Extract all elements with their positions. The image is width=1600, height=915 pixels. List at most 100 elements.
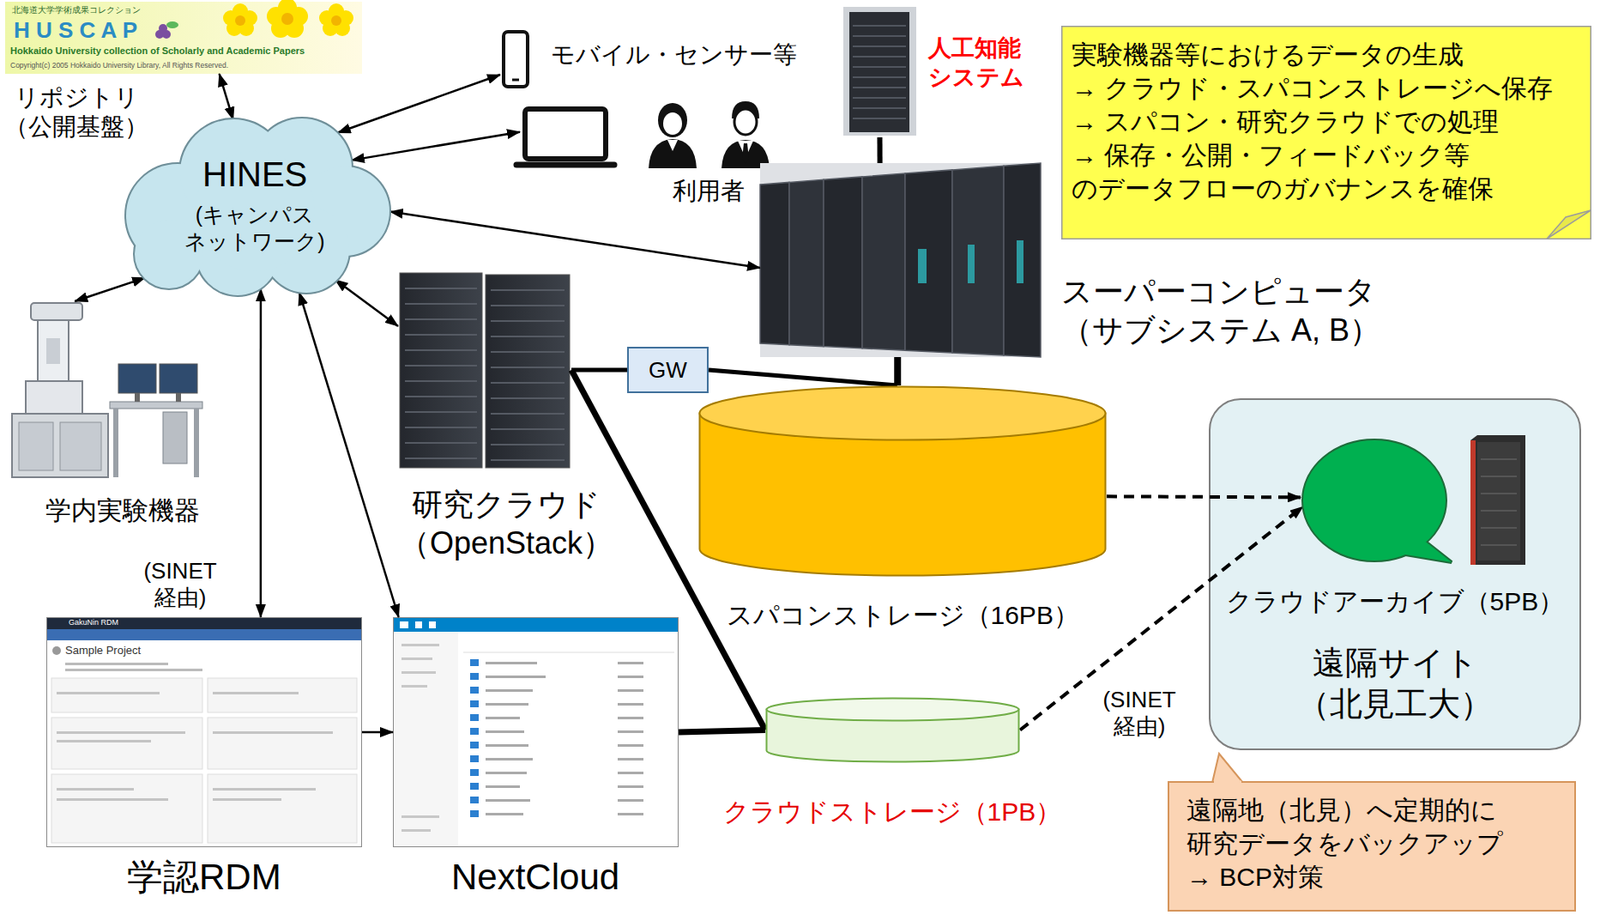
connector — [259, 288, 263, 617]
connector — [362, 730, 393, 734]
connector — [1106, 495, 1301, 497]
connector — [219, 73, 234, 121]
node-label: クラウドアーカイブ（5PB） — [1225, 585, 1565, 617]
node-label: 学認RDM — [126, 855, 282, 899]
callout-text: → スパコン・研究クラウドでの処理 — [1071, 104, 1499, 139]
box-label: GW — [648, 356, 688, 384]
node-label: 利用者 — [672, 176, 745, 206]
storage-cylinder: クラウドストレージ（1PB） — [765, 696, 1021, 763]
person-icons — [648, 101, 770, 169]
text-slot: 研究クラウド （OpenStack） — [393, 484, 619, 562]
text-slot: → クラウド・スパコンストレージへ保存 — [1071, 71, 1553, 105]
note-callout: 遠隔地（北見）へ定期的に 研究データをバックアップ → BCP対策 — [1167, 780, 1576, 912]
banner-logo: H U S C A P — [13, 18, 138, 44]
callout-text: → 保存・公開・フィードバック等 のデータフローのガバナンスを確保 — [1071, 138, 1561, 206]
server-rack: 研究クラウド （OpenStack） — [398, 270, 572, 470]
connector — [390, 211, 761, 268]
connector — [351, 132, 520, 161]
ai-rack: 人工知能 システム — [841, 5, 918, 138]
text-slot: GakuNin RDM — [68, 618, 119, 628]
banner-copyright: Copyright(c) 2005 Hokkaido University Li… — [10, 60, 229, 70]
node-label: リポジトリ （公開基盤） — [1, 83, 152, 141]
connector — [74, 277, 145, 302]
research-cloud-rack-image — [399, 272, 570, 468]
node-label: 研究クラウド （OpenStack） — [393, 484, 619, 562]
text-slot: クラウドストレージ（1PB） — [723, 796, 1063, 828]
text-slot: 実験機器等におけるデータの生成 — [1071, 37, 1464, 72]
edge-label: (SINET 経由) — [1091, 686, 1188, 740]
screenshot-text: GakuNin RDM — [68, 618, 119, 628]
text-slot: 遠隔地（北見）へ定期的に 研究データをバックアップ → BCP対策 — [1186, 792, 1510, 894]
text-slot: NextCloud — [451, 855, 620, 899]
note-callout: 実験機器等におけるデータの生成→ クラウド・スパコンストレージへ保存→ スパコン… — [1061, 25, 1592, 240]
text-slot: Copyright(c) 2005 Hokkaido University Li… — [10, 60, 229, 70]
node-label: スーパーコンピュータ （サブシステム A, B） — [1061, 271, 1439, 350]
text-slot: リポジトリ （公開基盤） — [1, 83, 152, 141]
text-slot: → 保存・公開・フィードバック等 のデータフローのガバナンスを確保 — [1071, 138, 1561, 206]
node-label: 学内実験機器 — [45, 495, 200, 526]
archive-shape — [1300, 433, 1531, 567]
node-label: スパコンストレージ（16PB） — [726, 599, 1080, 631]
repository-banner: 北海道大学学術成果コレクション H U S C A PHokkaido Unive… — [5, 1, 363, 74]
text-slot: スーパーコンピュータ （サブシステム A, B） — [1061, 271, 1439, 350]
node-label: NextCloud — [451, 855, 620, 899]
connector — [338, 74, 501, 133]
text-slot: 北海道大学学術成果コレクション — [12, 5, 141, 16]
banner-subtitle: Hokkaido University collection of Schola… — [10, 45, 305, 57]
screenshot-text: Sample Project — [65, 643, 141, 658]
ai-rack-image — [843, 6, 917, 136]
callout-text: → クラウド・スパコンストレージへ保存 — [1071, 71, 1553, 105]
text-slot: スパコンストレージ（16PB） — [726, 599, 1080, 631]
banner-caption: 北海道大学学術成果コレクション — [12, 5, 141, 16]
connector — [299, 292, 399, 617]
lab-equipment-illustration — [12, 302, 203, 477]
user-icons: 利用者 — [519, 102, 776, 169]
callout-text: 実験機器等におけるデータの生成 — [1071, 37, 1464, 72]
cylinder-shape — [765, 696, 1021, 763]
connector — [678, 730, 766, 733]
text-slot: HINES — [202, 155, 308, 194]
nextcloud-screenshot — [393, 617, 679, 847]
node-label: クラウドストレージ（1PB） — [723, 796, 1063, 828]
text-slot: 人工知能 システム — [928, 34, 1040, 93]
mobile-icon: モバイル・センサー等 — [500, 28, 532, 91]
connector — [571, 368, 628, 373]
text-slot: (キャンパス ネットワーク) — [169, 201, 341, 256]
text-slot: H U S C A P — [13, 18, 138, 44]
text-slot: 学内実験機器 — [45, 495, 200, 526]
cloud-title: HINES — [202, 155, 308, 194]
text-slot: (SINET 経由) — [1091, 686, 1188, 740]
node-label: モバイル・センサー等 — [550, 40, 797, 70]
text-slot: GW — [648, 356, 688, 384]
archive-icon: クラウドアーカイブ（5PB） — [1300, 433, 1531, 567]
supercomputer: スーパーコンピュータ （サブシステム A, B） — [760, 163, 1041, 357]
text-slot: → スパコン・研究クラウドでの処理 — [1071, 104, 1499, 139]
remote-site: 遠隔サイト （北見工大） クラウドアーカイブ（5PB） — [1208, 398, 1582, 750]
text-slot: Hokkaido University collection of Schola… — [10, 45, 305, 57]
lab-equipment: 学内実験機器 — [5, 301, 205, 480]
text-slot: 利用者 — [672, 176, 745, 206]
mobile-phone-icon — [503, 31, 528, 87]
banner-illustration — [5, 0, 363, 74]
text-slot: Sample Project — [65, 643, 141, 658]
laptop-icon — [516, 108, 615, 165]
cloud-subtitle: (キャンパス ネットワーク) — [169, 201, 341, 256]
cylinder-shape — [698, 385, 1107, 577]
network-cloud: HINES (キャンパス ネットワーク) — [117, 112, 393, 296]
gateway-box: GW — [627, 346, 709, 393]
text-slot: 学認RDM — [126, 855, 282, 899]
text-slot: (SINET 経由) — [128, 557, 232, 611]
storage-cylinder: スパコンストレージ（16PB） — [698, 385, 1107, 577]
callout-text: 遠隔地（北見）へ定期的に 研究データをバックアップ → BCP対策 — [1186, 792, 1510, 894]
rdm-screenshot — [47, 617, 363, 847]
text-slot: 遠隔サイト （北見工大） — [1287, 642, 1503, 725]
supercomputer-image — [760, 163, 1041, 357]
nextcloud-screenshot: NextCloud — [392, 616, 679, 847]
region-label: 遠隔サイト （北見工大） — [1287, 642, 1503, 725]
text-slot: クラウドアーカイブ（5PB） — [1225, 585, 1565, 617]
connector — [708, 369, 898, 386]
node-label: 人工知能 システム — [928, 34, 1040, 93]
text-slot: モバイル・センサー等 — [550, 40, 797, 70]
connector — [877, 137, 883, 164]
